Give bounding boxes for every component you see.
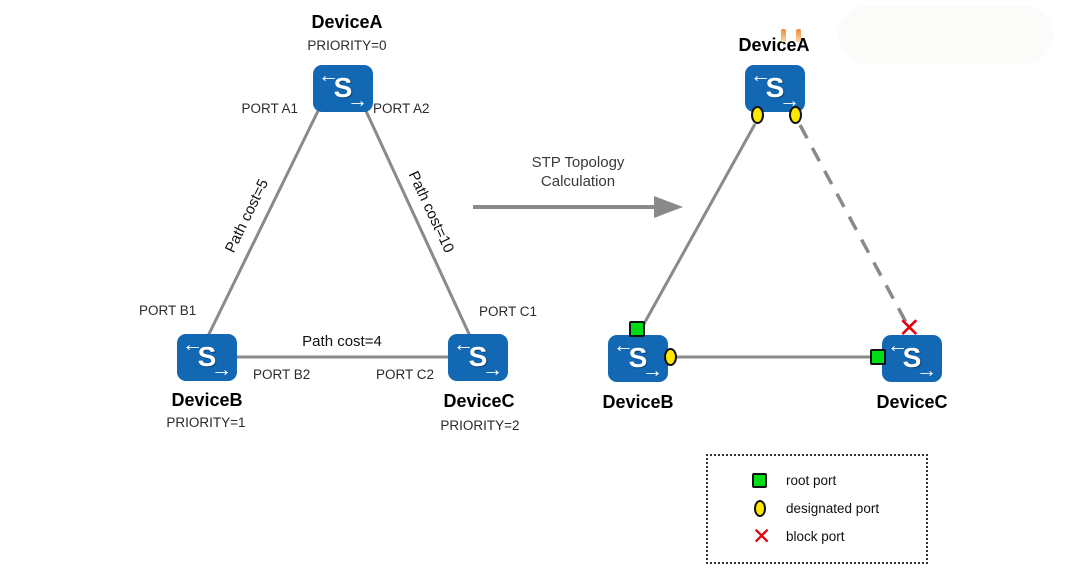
device-c-name-left: DeviceC xyxy=(443,391,515,411)
root-port-marker-c2 xyxy=(870,349,886,365)
root-port-marker-b1 xyxy=(629,321,645,337)
switch-s-letter: S xyxy=(765,72,785,103)
switch-icon-device-a-left: ← S → xyxy=(313,65,373,112)
device-c-priority: PRIORITY=2 xyxy=(440,418,520,433)
switch-s-letter: S xyxy=(902,342,922,373)
block-port-icon: ✕ xyxy=(752,522,772,549)
link-a-b-right xyxy=(638,123,757,332)
arrow-right-icon: → xyxy=(779,89,800,112)
arrow-left-icon: ← xyxy=(887,334,908,357)
switch-s-letter: S xyxy=(333,72,353,103)
switch-s-letter: S xyxy=(628,342,648,373)
device-a-name-right: DeviceA xyxy=(738,35,810,55)
port-c2-label: PORT C2 xyxy=(376,367,435,382)
switch-icon-device-b-left: ← S → xyxy=(177,334,237,381)
stp-calculation-label: STP Topology Calculation xyxy=(532,153,625,191)
device-b-name-left: DeviceB xyxy=(171,390,243,410)
arrow-left-icon: ← xyxy=(613,334,634,357)
device-b-priority: PRIORITY=1 xyxy=(166,415,246,430)
stp-arrow-head xyxy=(654,196,683,218)
root-port-icon xyxy=(752,472,786,488)
link-a-c-left xyxy=(364,110,472,337)
path-cost-bc-label: Path cost=4 xyxy=(302,333,382,350)
arrow-left-icon: ← xyxy=(318,64,339,87)
port-a2-label: PORT A2 xyxy=(373,101,430,116)
link-a-c-right-blocked-dashed xyxy=(798,124,910,327)
legend-box: root port designated port ✕ block port xyxy=(706,454,928,564)
arrow-right-icon: → xyxy=(211,358,232,381)
port-b2-label: PORT B2 xyxy=(253,367,311,382)
arrow-left-icon: ← xyxy=(453,333,474,356)
arrow-left-icon: ← xyxy=(750,64,771,87)
switch-s-letter: S xyxy=(197,341,217,372)
watermark-artifact xyxy=(796,29,801,42)
switch-s-letter: S xyxy=(468,341,488,372)
watermark-artifact xyxy=(781,29,786,42)
device-a-name-left: DeviceA xyxy=(311,12,383,32)
switch-icon-device-c-left: ← S → xyxy=(448,334,508,381)
device-b-name-right: DeviceB xyxy=(602,392,674,412)
watermark-artifact xyxy=(838,6,1053,64)
legend-label-block-port: block port xyxy=(786,528,845,544)
designated-port-marker-a1 xyxy=(751,106,764,124)
stp-calculation-label-line1: STP Topology xyxy=(531,154,625,171)
device-a-priority: PRIORITY=0 xyxy=(307,38,387,53)
legend-label-root-port: root port xyxy=(786,472,837,488)
arrow-right-icon: → xyxy=(916,359,937,382)
port-c1-label: PORT C1 xyxy=(479,304,538,319)
port-a1-label: PORT A1 xyxy=(241,101,298,116)
arrow-right-icon: → xyxy=(482,358,503,381)
arrow-left-icon: ← xyxy=(182,333,203,356)
device-c-name-right: DeviceC xyxy=(876,392,948,412)
designated-port-marker-a2 xyxy=(789,106,802,124)
legend-label-designated-port: designated port xyxy=(786,500,880,516)
designated-port-marker-b2 xyxy=(664,348,677,366)
arrow-right-icon: → xyxy=(347,89,368,112)
stp-calculation-label-line2: Calculation xyxy=(540,173,616,190)
arrow-right-icon: → xyxy=(642,359,663,382)
legend-item-block-port: ✕ block port xyxy=(752,523,926,549)
switch-icon-device-c-right: ← S → xyxy=(882,335,942,382)
legend-item-root-port: root port xyxy=(752,467,926,493)
designated-port-icon xyxy=(752,499,786,517)
link-a-b-left xyxy=(206,110,320,337)
switch-icon-device-a-right: ← S → xyxy=(745,65,805,112)
port-b1-label: PORT B1 xyxy=(139,303,197,318)
switch-icon-device-b-right: ← S → xyxy=(608,335,668,382)
block-port-marker-c1: ✕ xyxy=(898,313,921,343)
legend-item-designated-port: designated port xyxy=(752,495,926,521)
